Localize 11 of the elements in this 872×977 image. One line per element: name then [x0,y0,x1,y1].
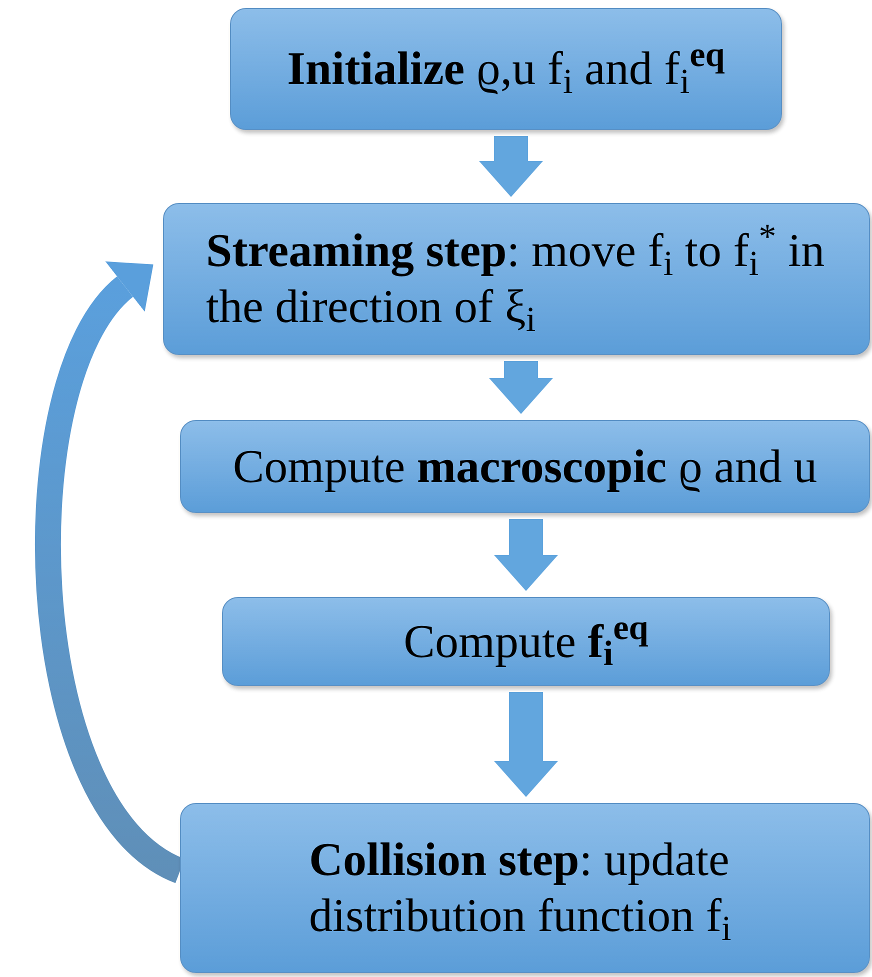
process-box [222,597,830,686]
process-box [180,803,870,973]
block-arrow [494,519,558,591]
step-text: Collision step: update distribution function f$_{i}$ [309,833,732,944]
step-text: Streaming step: move f$_{i}$ to f$_{i}$$^{*}$ in the direction of ξ$_{i}$ [206,223,826,335]
block-arrow [489,361,553,414]
step-text: Compute macroscopic ϱ and u [232,440,818,494]
process-box [163,203,870,355]
process-box [230,8,782,130]
process-box [180,420,870,513]
block-arrow [479,136,543,197]
